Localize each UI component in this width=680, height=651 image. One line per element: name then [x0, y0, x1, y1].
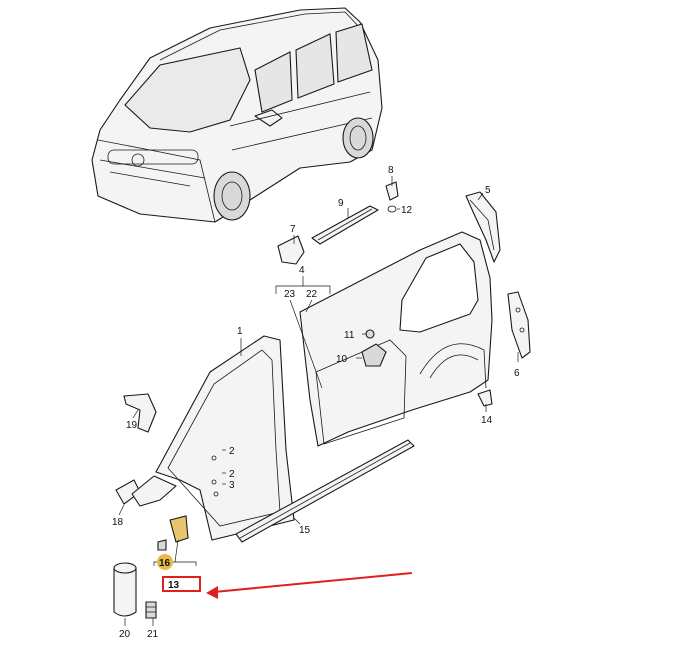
van-illustration [91, 7, 383, 223]
callout-11: 11 [344, 330, 355, 341]
callout-21: 21 [147, 629, 159, 640]
part-9-trim-strip [311, 205, 379, 245]
part-18-bracket [115, 475, 177, 507]
part-11-bolt [365, 329, 375, 339]
callout-20: 20 [119, 629, 131, 640]
callout-5: 5 [485, 185, 491, 196]
callout-1: 1 [237, 326, 243, 337]
callout-22: 22 [306, 289, 318, 300]
callout-2b: 2 [229, 469, 235, 480]
part-13-highlight-box [162, 576, 201, 592]
part-6-rear-bracket [507, 291, 531, 359]
callout-3: 3 [229, 480, 235, 491]
callout-4: 4 [299, 265, 305, 276]
part-19-bracket [123, 393, 157, 433]
highlight-arrow-head [206, 586, 218, 599]
part-14-clip [477, 389, 493, 407]
part-8-clip [385, 181, 399, 201]
callout-16: 16 [159, 558, 171, 569]
callout-9: 9 [338, 198, 344, 209]
callout-13: 13 [168, 580, 180, 591]
part-5-rear-pillar [465, 191, 501, 263]
part-16-highlight-circle [157, 554, 173, 570]
callout-10: 10 [336, 354, 348, 365]
callout-23: 23 [284, 289, 296, 300]
part-13-plate [169, 515, 189, 543]
callout-2a: 2 [229, 446, 235, 457]
part-12-washer [387, 205, 397, 213]
part-16-clip [157, 539, 167, 551]
part-1-front-frame [155, 335, 295, 541]
callout-18: 18 [112, 517, 124, 528]
part-20-damper [113, 562, 137, 617]
highlight-markers [157, 554, 413, 599]
callout-8: 8 [388, 165, 394, 176]
callout-labels: 1 2 2 3 4 5 6 7 8 9 10 11 12 13 14 15 16… [112, 165, 520, 640]
part-21-plug [145, 601, 157, 619]
part-4-side-panel [299, 231, 493, 447]
callout-14: 14 [481, 415, 493, 426]
highlight-arrow-shaft [213, 572, 413, 593]
callout-12: 12 [401, 205, 413, 216]
part-10-lock [361, 343, 387, 367]
callout-7: 7 [290, 224, 296, 235]
callout-6: 6 [514, 368, 520, 379]
leader-lines [118, 176, 519, 626]
callout-15: 15 [299, 525, 311, 536]
part-7-bracket [277, 235, 305, 265]
callout-19: 19 [126, 420, 138, 431]
part-15-sill [235, 439, 415, 543]
